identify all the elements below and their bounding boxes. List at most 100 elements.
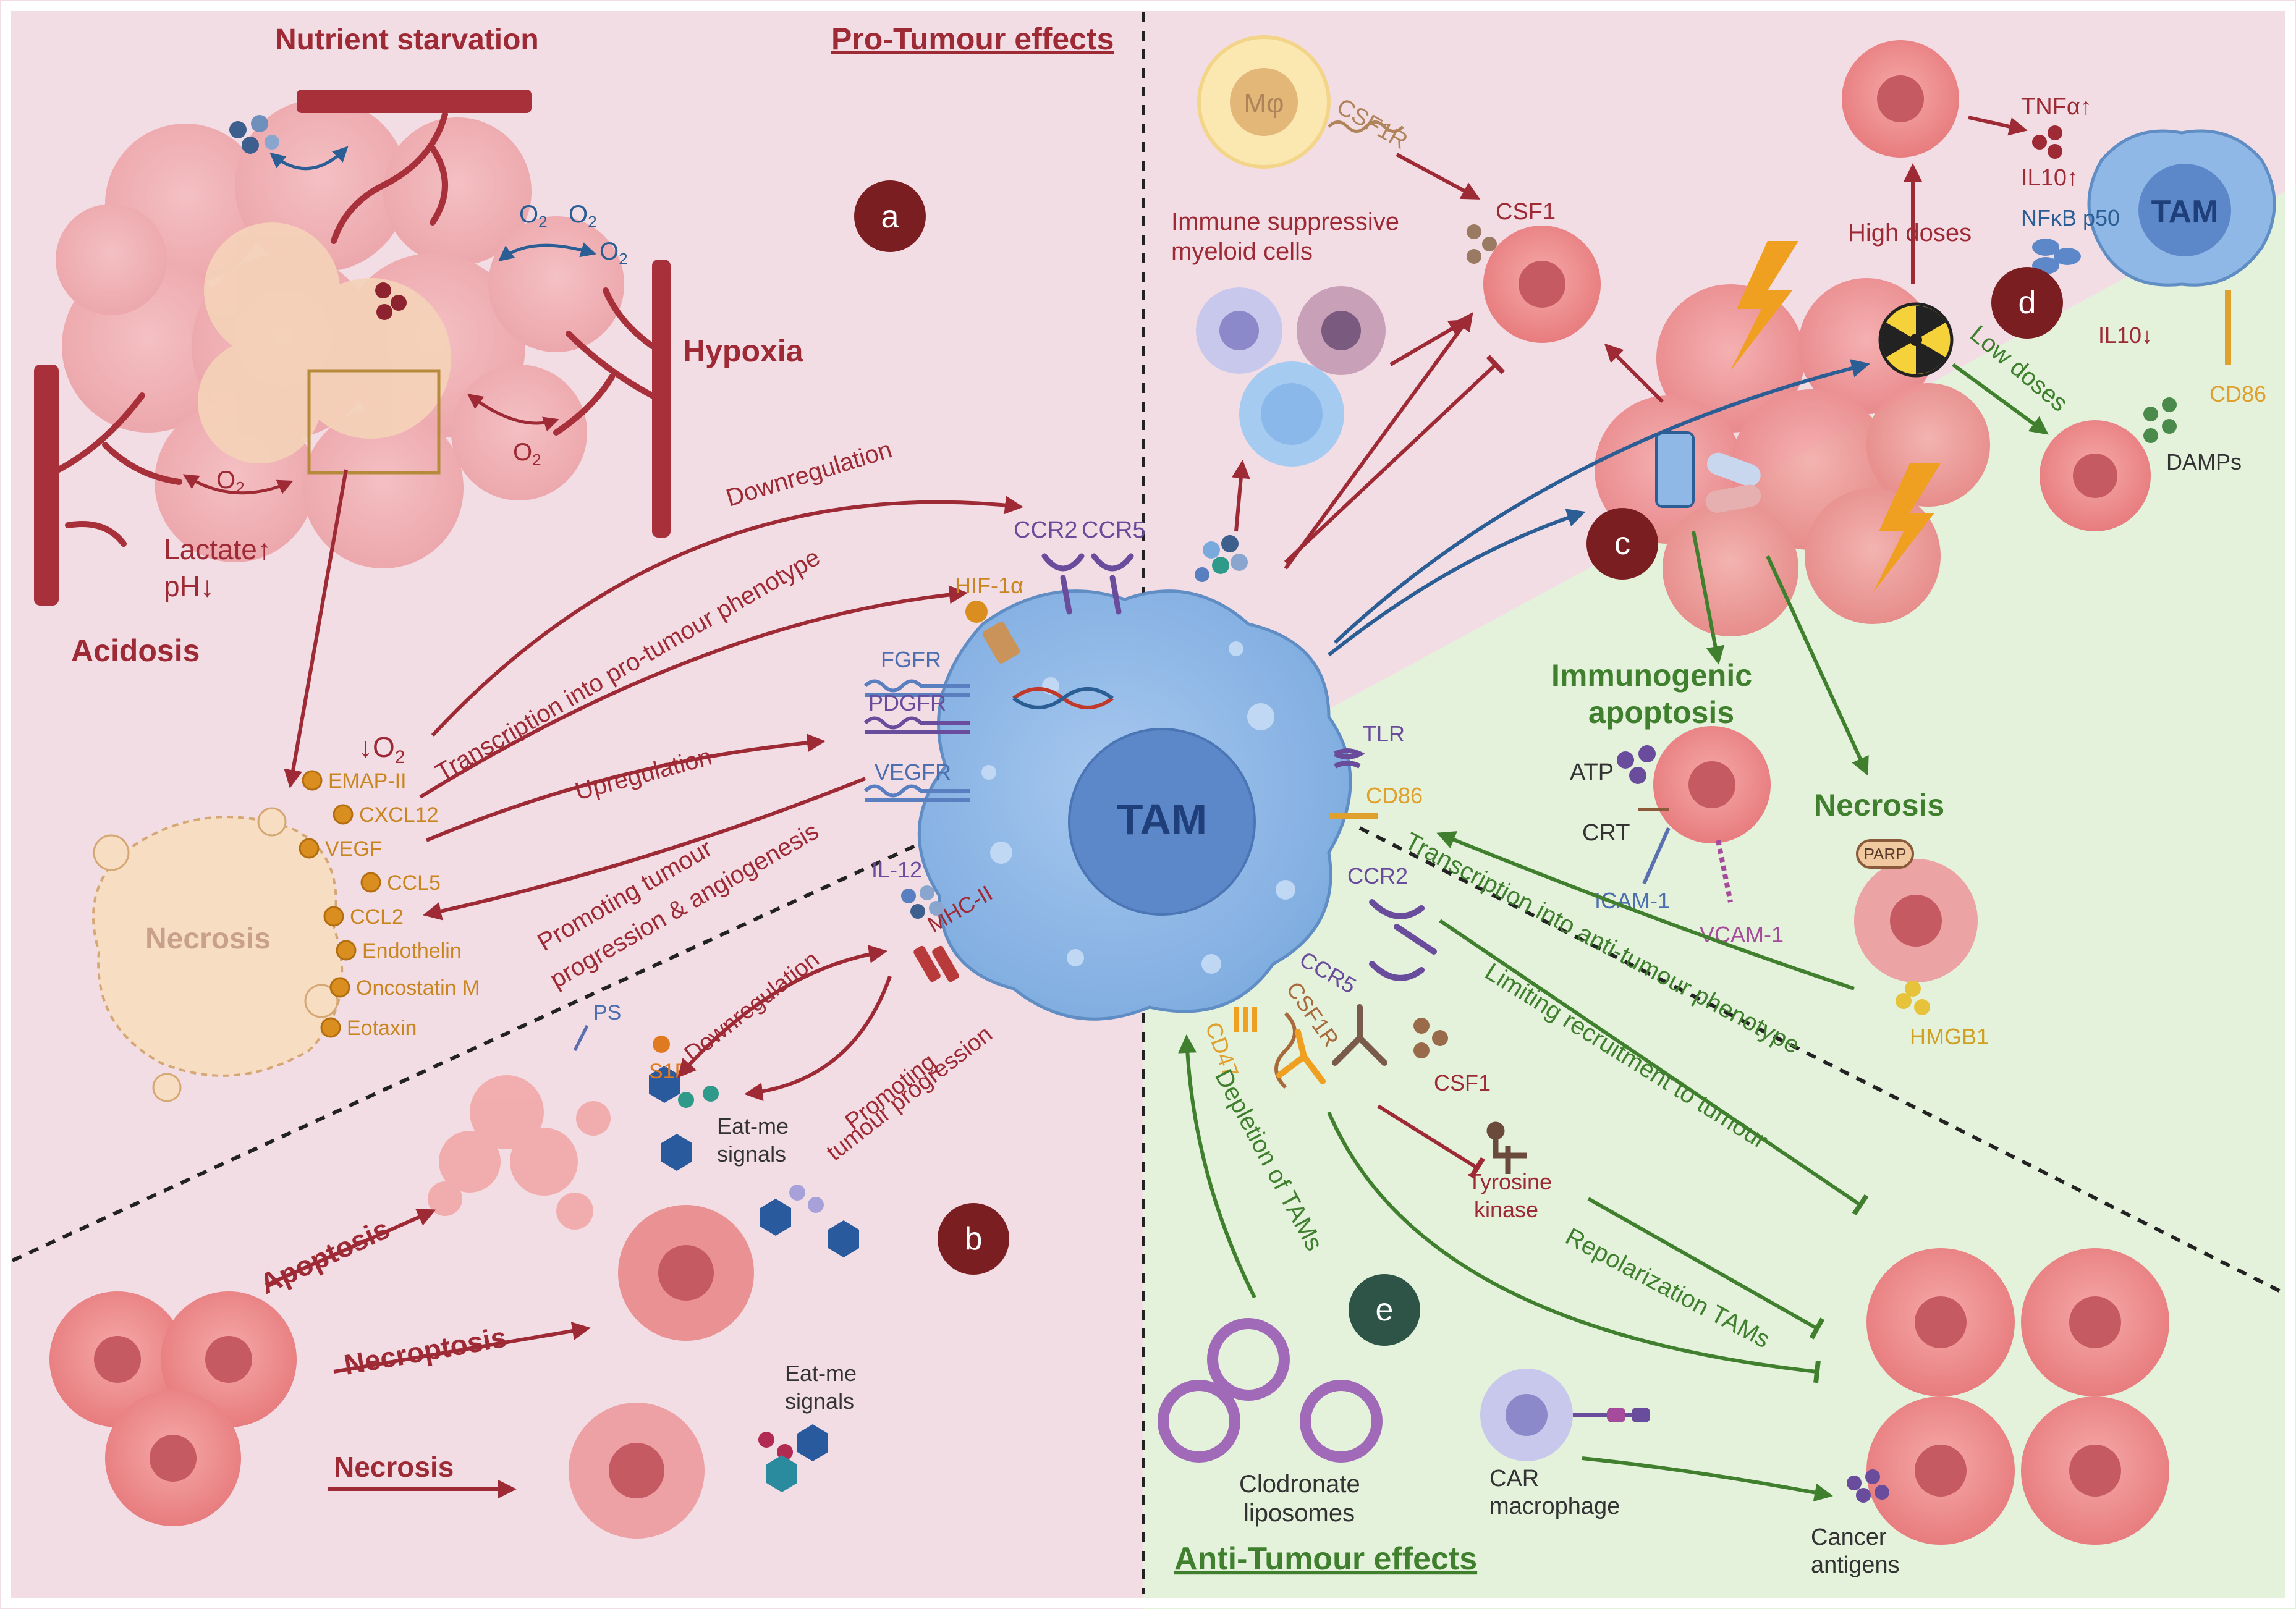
il10-down-label: IL10↓ xyxy=(2098,323,2153,348)
nutrient-starvation-label: Nutrient starvation xyxy=(275,23,539,56)
anti-tumour-cluster xyxy=(1866,1248,2169,1545)
cd47-antibody-icon xyxy=(1276,1029,1326,1084)
tumour-core-hypoxic xyxy=(198,222,451,463)
csf1-top-dots xyxy=(1467,224,1497,264)
small-tam-label: TAM xyxy=(2151,194,2219,230)
immune-line1: Immune suppressive xyxy=(1171,208,1399,235)
myeloid-cells xyxy=(1196,286,1386,467)
badge-a-label: a xyxy=(881,199,899,235)
low-dose-cell xyxy=(2040,420,2151,531)
necroptosis-arrow xyxy=(333,1322,591,1374)
factor-dot xyxy=(333,804,354,825)
fgfr-label: FGFR xyxy=(881,647,941,672)
necrotic-cell-b xyxy=(569,1403,705,1539)
factor-dot xyxy=(336,940,357,961)
vessel-top xyxy=(297,90,532,113)
tam-center-label: TAM xyxy=(1117,795,1207,843)
high-dose-cell xyxy=(1842,40,1959,158)
csf1-target-cell xyxy=(1483,226,1601,343)
top-middle: Mφ CSF1R CSF1 Immune suppressive myeloid… xyxy=(1171,35,1601,582)
ps-stick-icon xyxy=(573,1024,589,1052)
cd86-label: CD86 xyxy=(1366,783,1423,808)
myeloid-up-arrow xyxy=(1231,460,1250,532)
vcam-label: VCAM-1 xyxy=(1700,922,1784,947)
cancer-antigen-dots xyxy=(1847,1469,1889,1503)
hypoxia-label: Hypoxia xyxy=(683,334,804,368)
central-tam: TAM xyxy=(863,553,1448,1089)
transcription-anti-arrow xyxy=(1436,831,1855,990)
ccr2-low-label: CCR2 xyxy=(1347,863,1408,889)
ph-label: pH↓ xyxy=(164,570,214,602)
eatme-b2-line1: Eat-me xyxy=(785,1361,857,1386)
necroptotic-cell xyxy=(618,1205,754,1341)
pro-tumour-title: Pro-Tumour effects xyxy=(831,22,1114,56)
parp-label: PARP xyxy=(1864,845,1907,863)
apoptotic-cell xyxy=(428,1075,611,1230)
immunogenic-title-1: Immunogenic xyxy=(1551,658,1752,693)
hmgb1-dots xyxy=(1896,981,1930,1015)
factor-dot xyxy=(299,838,320,859)
ccr5-top-label: CCR5 xyxy=(1082,517,1145,543)
eat-me-signal-shapes xyxy=(649,1066,859,1492)
factor-dot xyxy=(323,906,344,927)
factor-label: CXCL12 xyxy=(359,803,439,827)
panel-a-tumour: O2 O2 O2 O2 O2 Nutrient starvation Hypox… xyxy=(34,23,926,668)
mphi-nucleus xyxy=(1230,68,1298,136)
cancer-antigens-line2: antigens xyxy=(1811,1552,1900,1578)
exchange-arrows-a xyxy=(182,146,596,495)
tlr-label: TLR xyxy=(1363,721,1405,746)
cancer-antigens-line1: Cancer xyxy=(1811,1524,1887,1550)
anti-tumour-title: Anti-Tumour effects xyxy=(1174,1541,1477,1577)
badge-d xyxy=(1991,267,2063,339)
il10-up-label: IL10↑ xyxy=(2021,165,2078,191)
o2-labels: O2 O2 O2 xyxy=(519,201,628,268)
tam-to-radiation-arrow xyxy=(1333,359,1870,644)
secreted-dots-top xyxy=(1195,535,1248,582)
damps-dots xyxy=(2143,397,2177,443)
hmgb1-label: HMGB1 xyxy=(1910,1024,1989,1049)
immunogenic-section: Immunogenic apoptosis ATP CRT ICAM-1 VCA… xyxy=(1436,531,1989,1049)
atp-dots xyxy=(1617,745,1656,784)
s1p-dot-icon xyxy=(653,1036,670,1053)
tlr-icon xyxy=(1334,748,1365,769)
necrosis-b-label: Necrosis xyxy=(334,1451,454,1483)
svg-text:↓O2: ↓O2 xyxy=(358,731,405,767)
high-doses-label: High doses xyxy=(1848,219,1972,247)
atp-label: ATP xyxy=(1570,759,1614,785)
cd86-d-label: CD86 xyxy=(2209,381,2266,407)
parp-necrotic-cell xyxy=(1854,839,1978,982)
lightning-icon-1 xyxy=(1730,241,1798,371)
tnfa-label: TNFα↑ xyxy=(2021,94,2092,120)
car-line1: CAR xyxy=(1489,1466,1539,1492)
acidosis-label: Acidosis xyxy=(71,633,200,668)
nfkb-label: NFκB p50 xyxy=(2021,205,2120,230)
factor-label: CCL5 xyxy=(387,871,441,895)
csf1r-antibody-icon xyxy=(1332,1004,1387,1066)
badge-b-label: b xyxy=(965,1221,983,1257)
drug-to-necrosis-arrow xyxy=(1766,555,1869,776)
eatme-b-line1: Eat-me xyxy=(717,1113,789,1139)
factor-dot xyxy=(320,1017,341,1038)
secreted-factor-list: EMAP-IICXCL12VEGFCCL5CCL2EndothelinOncos… xyxy=(299,769,480,1040)
cytokine-dots-d xyxy=(2032,125,2062,159)
vegfr-label: VEGFR xyxy=(875,759,951,785)
eatme-b2-line2: signals xyxy=(785,1388,854,1414)
necrosis-area xyxy=(92,807,344,1102)
vessel-left xyxy=(34,365,59,606)
tyrosine-kinase-icon xyxy=(1486,1121,1527,1174)
il12-dots xyxy=(901,885,944,919)
tam-to-tumour-inhibit xyxy=(1284,355,1506,564)
svg-text:O2: O2 xyxy=(569,201,597,231)
low-doses-arrow xyxy=(1952,363,2049,435)
tyrosine-line1: Tyrosine xyxy=(1468,1169,1552,1194)
green-background xyxy=(1143,185,2296,1609)
factor-label: Oncostatin M xyxy=(356,976,480,1000)
promoting-b-arrow xyxy=(744,976,892,1102)
badge-b xyxy=(938,1203,1009,1275)
ps-label: PS xyxy=(593,1001,621,1024)
necrosis-a-label: Necrosis xyxy=(145,923,271,955)
nutrient-dots xyxy=(229,115,407,320)
lightning-icon-2 xyxy=(1873,463,1941,593)
tam-to-csf1-arrow xyxy=(1284,312,1473,570)
